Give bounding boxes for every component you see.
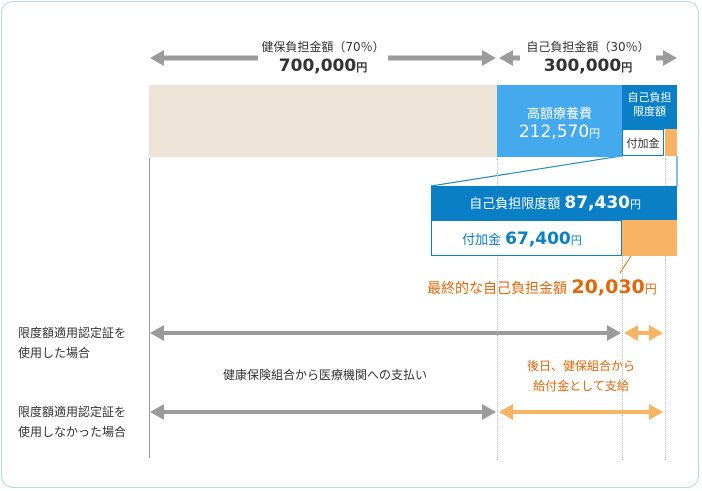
final-callout-line xyxy=(619,255,632,274)
limit-label-line1: 自己負担 xyxy=(627,91,672,104)
later-payment-text: 後日、健保組合から 給付金として支給 xyxy=(526,359,635,393)
final-amount-label: 最終的な自己負担金額 20,030円 xyxy=(427,276,657,298)
with-cert-orange-arrow xyxy=(624,325,663,341)
kenpo-top-arrow xyxy=(150,50,496,66)
divider-70-30 xyxy=(497,158,498,460)
without-cert-label: 限度額適用認定証を 使用しなかった場合 xyxy=(18,405,127,439)
kenpo-amount: 700,000円 xyxy=(278,56,368,76)
fukakin-small-bar: 付加金 xyxy=(622,129,664,156)
fukakin-detail-bar: 付加金 67,400円 xyxy=(431,220,622,256)
left-axis-line xyxy=(149,158,150,458)
limit-detail-bar: 自己負担限度額 87,430円 xyxy=(431,186,677,220)
divider-final-upper xyxy=(665,158,666,186)
kogaku-bar: 高額療養費 212,570円 xyxy=(497,85,622,157)
fukakin-detail-text: 付加金 67,400円 xyxy=(462,229,582,249)
fukakin-small-label: 付加金 xyxy=(626,137,660,150)
limit-bar: 自己負担 限度額 xyxy=(622,85,677,129)
divider-final xyxy=(665,256,666,460)
jiko-amount: 300,000円 xyxy=(543,56,633,76)
jiko-top-arrow xyxy=(499,50,677,66)
final-small-bar xyxy=(665,129,677,156)
jiko-label: 自己負担金額（30％） xyxy=(526,40,650,54)
kenpo-label: 健保負担金額（70％） xyxy=(261,40,385,54)
limit-detail-text: 自己負担限度額 87,430円 xyxy=(469,193,641,213)
without-cert-gray-arrow xyxy=(150,404,496,420)
divider-limit xyxy=(622,256,623,460)
without-cert-orange-arrow xyxy=(499,404,663,420)
with-cert-gray-arrow xyxy=(150,325,621,341)
zoom-line-left xyxy=(430,155,622,187)
payment-text: 健康保険組合から医療機関への支払い xyxy=(222,368,427,382)
kogaku-amount: 212,570円 xyxy=(518,122,601,142)
kenpo-bar xyxy=(149,85,497,157)
kogaku-label: 高額療養費 xyxy=(526,107,592,122)
with-cert-label: 限度額適用認定証を 使用した場合 xyxy=(18,326,127,360)
limit-label-line2: 限度額 xyxy=(633,105,666,118)
final-detail-bar xyxy=(622,220,677,256)
